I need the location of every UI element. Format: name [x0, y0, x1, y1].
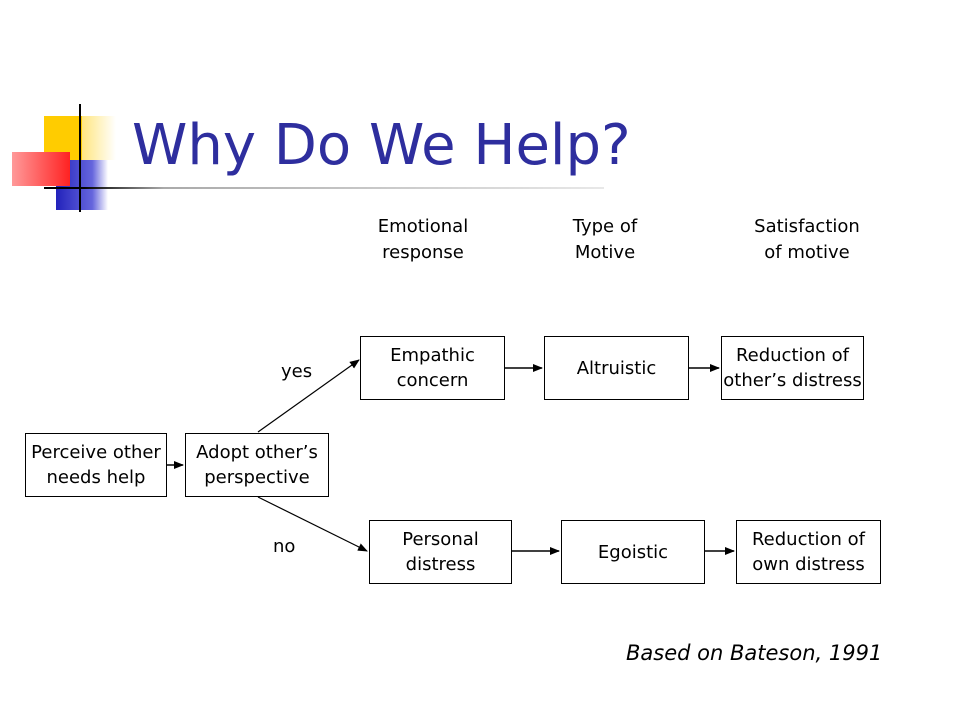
box-reduction-of-others-distress: Reduction of other’s distress: [721, 336, 864, 400]
box-label: Egoistic: [597, 541, 669, 563]
box-altruistic: Altruistic: [544, 336, 689, 400]
box-label: Perceive other needs help: [31, 442, 161, 488]
box-perceive-other-needs-help: Perceive other needs help: [25, 433, 167, 497]
box-label: Reduction of other’s distress: [723, 345, 862, 391]
column-header-satisfaction: Satisfaction of motive: [722, 214, 892, 266]
column-header-text: Satisfaction of motive: [754, 216, 860, 263]
column-header-emotional-response: Emotional response: [338, 214, 508, 266]
box-reduction-of-own-distress: Reduction of own distress: [736, 520, 881, 584]
box-label: Adopt other’s perspective: [196, 442, 318, 488]
box-egoistic: Egoistic: [561, 520, 705, 584]
deco-yellow-fade: [82, 116, 116, 160]
deco-red-square: [12, 152, 70, 186]
column-header-text: Emotional response: [377, 216, 469, 263]
box-label: Reduction of own distress: [751, 529, 866, 575]
branch-label-yes: yes: [281, 361, 313, 382]
box-personal-distress: Personal distress: [369, 520, 512, 584]
slide-title: Why Do We Help?: [132, 113, 631, 178]
column-header-text: Type of Motive: [572, 216, 638, 263]
column-header-type-of-motive: Type of Motive: [520, 214, 690, 266]
source-credit: Based on Bateson, 1991: [626, 641, 883, 665]
branch-label-no: no: [273, 536, 296, 557]
arrow-adopt-to-personal: [257, 496, 368, 552]
deco-horizontal-line: [44, 187, 604, 189]
box-label: Personal distress: [402, 529, 479, 575]
deco-vertical-line: [79, 104, 81, 212]
box-adopt-others-perspective: Adopt other’s perspective: [185, 433, 329, 497]
box-empathic-concern: Empathic concern: [360, 336, 505, 400]
arrow-adopt-to-empathic: [257, 359, 360, 433]
box-label: Empathic concern: [390, 345, 475, 391]
box-label: Altruistic: [576, 357, 657, 379]
